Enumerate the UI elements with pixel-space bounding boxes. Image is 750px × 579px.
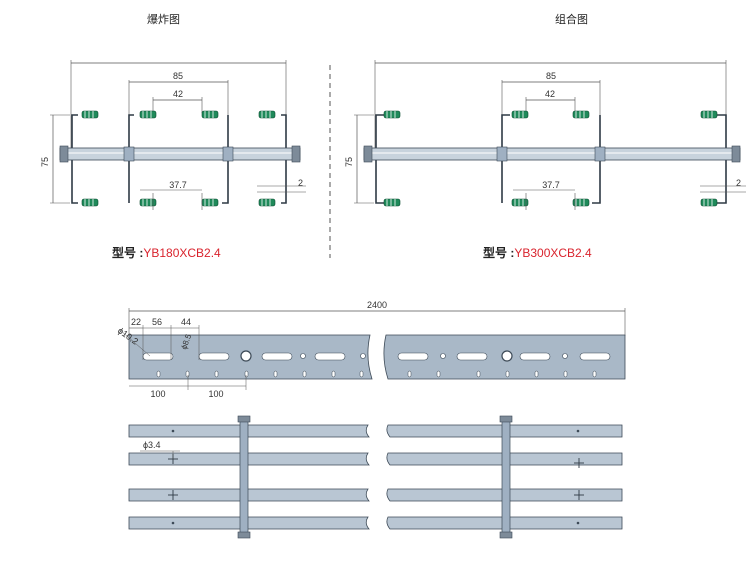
dim-100-b: 100 — [208, 389, 223, 399]
dim-37-7: 37.7 — [542, 180, 560, 190]
dim-85: 85 — [173, 71, 183, 81]
rail-profile: 2400 — [116, 300, 626, 399]
dim-2: 2 — [298, 178, 303, 188]
conveyor-top-view: ϕ3.4 — [128, 415, 623, 539]
dim-42: 42 — [173, 89, 183, 99]
left-model-label: 型号 :YB180XCB2.4 — [112, 244, 221, 261]
right-model-label: 型号 :YB300XCB2.4 — [483, 244, 592, 261]
model-prefix: 型号 : — [483, 246, 515, 260]
dim-phi-3-4: ϕ3.4 — [143, 440, 161, 450]
model-prefix: 型号 : — [112, 246, 144, 260]
dim-75: 75 — [40, 157, 50, 167]
right-model-code: YB300XCB2.4 — [514, 246, 592, 260]
dim-75: 75 — [344, 157, 354, 167]
dim-phi-10-2: ϕ10.2 — [116, 325, 140, 346]
assembled-view-title: 组合图 — [555, 14, 588, 26]
exploded-view-title: 爆炸图 — [147, 14, 180, 26]
dim-37-7: 37.7 — [169, 180, 187, 190]
dim-85: 85 — [546, 71, 556, 81]
dim-56: 56 — [152, 317, 162, 327]
left-model-code: YB180XCB2.4 — [143, 246, 221, 260]
dim-44: 44 — [181, 317, 191, 327]
dim-42: 42 — [545, 89, 555, 99]
dim-22: 22 — [131, 317, 141, 327]
dim-100-a: 100 — [150, 389, 165, 399]
dim-2: 2 — [736, 178, 741, 188]
assembled-view: 85 42 75 2 37.7 — [344, 60, 746, 210]
dim-2400: 2400 — [367, 300, 387, 310]
exploded-view: 85 42 75 2 — [40, 60, 306, 210]
